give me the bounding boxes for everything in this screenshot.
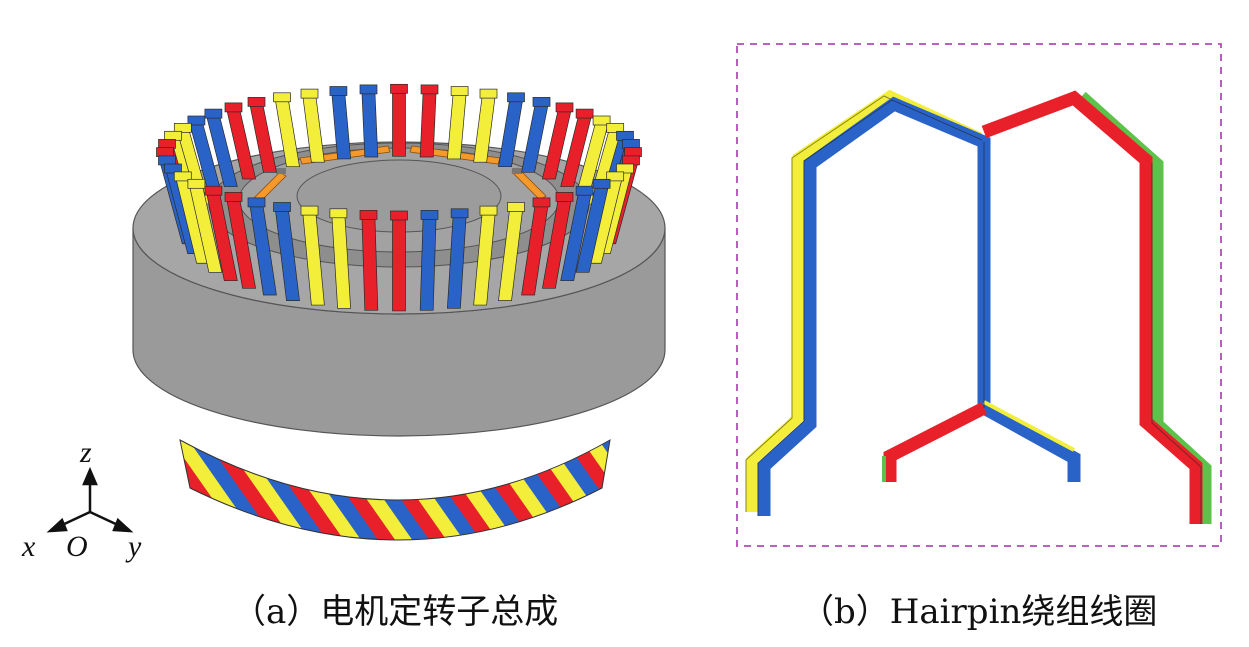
hairpin-weld-tip [164,130,182,141]
coordinate-axes [46,466,134,533]
rotor [238,142,560,253]
hairpin-end-turn [419,218,437,311]
hairpin-weld-tip [164,163,182,174]
hairpin-weld-tip [622,155,640,166]
y-axis-arrow [112,517,134,533]
hairpin-weld-tip [592,178,611,189]
hairpin-end-turn [419,92,437,158]
hairpin-weld-tip [247,97,266,107]
hairpin-weld-tip [575,108,594,119]
hairpin-weld-tip [204,185,223,196]
hairpin-weld-tip [158,155,176,166]
x-axis-arrow [46,517,68,533]
hairpin-weld-tip [555,192,574,202]
hairpin-weld-tip [532,97,551,107]
hairpin-weld-tip [173,171,192,182]
hairpin-weld-tip [158,139,176,149]
hairpin-weld-tip [479,205,498,216]
z-axis-label: z [80,436,92,469]
hairpin-weld-tip [555,102,574,113]
hairpin-weld-tip [359,84,378,95]
hairpin-weld-tip [359,210,378,220]
y-axis-line [89,510,121,528]
hairpin-end-turn [392,218,406,312]
y-axis-label: y [128,530,142,563]
hairpin-weld-tip [616,163,634,174]
hairpin-weld-tip [420,210,439,220]
hairpin-weld-tip [247,197,266,208]
hairpin-weld-tip [273,92,291,103]
hairpin-weld-tip [300,88,319,99]
hairpin-end-turn [361,92,379,158]
hairpin-weld-tip [224,192,243,202]
stator-rotor-assembly [132,83,666,541]
hairpin-weld-tip [532,197,551,208]
caption-b: （b）Hairpin绕组线圈 [800,592,1158,632]
caption-a: （a）电机定转子总成 [232,592,559,632]
hairpin-coil-panel [736,43,1222,547]
hairpin-weld-tip [173,123,192,133]
hairpin-weld-tip [224,102,243,113]
hairpin-weld-tip [390,83,408,94]
red-conductor [883,90,1203,524]
hairpin-weld-tip [300,205,319,216]
origin-label: O [66,530,88,563]
dashed-frame [736,43,1222,547]
z-axis-arrow [82,466,98,486]
hairpin-weld-tip [273,202,291,212]
hairpin-weld-tip [329,86,348,96]
hairpin-weld-tip [507,92,525,103]
hairpin-weld-tip [622,139,640,149]
hairpin-weld-tip [592,115,611,126]
x-axis-line [59,510,91,528]
hairpin-weld-tip [507,202,525,212]
hairpin-weld-tip [156,147,174,157]
hairpin-weld-tip [606,123,625,133]
upper-end-winding [156,83,642,312]
blue-conductor [757,96,1081,516]
hairpin-weld-tip [450,208,469,219]
hairpin-weld-tip [420,84,439,95]
hairpin-weld-tip [479,88,498,99]
x-axis-label: x [22,530,36,563]
lower-end-winding [179,439,611,541]
hairpin-weld-tip [450,86,469,96]
hairpin-weld-tip [616,130,634,141]
hairpin-end-turn [361,218,379,311]
hairpin-weld-tip [575,185,594,196]
hairpin-weld-tip [390,210,408,221]
hairpin-weld-tip [624,147,642,157]
hairpin-weld-tip [606,171,625,182]
hairpin-weld-tip [329,208,348,219]
hairpin-weld-tip [204,108,223,119]
hairpin-weld-tip [187,115,206,126]
hairpin-end-turn [392,91,406,157]
hairpin-weld-tip [187,178,206,189]
